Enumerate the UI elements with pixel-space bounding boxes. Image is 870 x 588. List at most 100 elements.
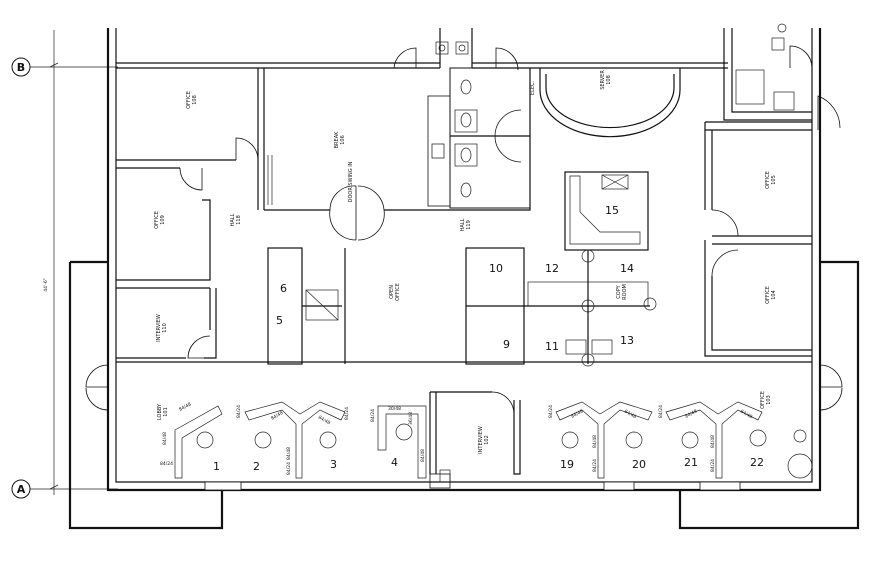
workstation-number: 10 <box>489 262 503 275</box>
room-label-lobby: LOBBY 101 <box>157 403 169 420</box>
cabinet-dim: 84/24 <box>548 405 554 418</box>
svg-text:INTERVIEW: INTERVIEW <box>156 314 162 342</box>
grid-label-b: B <box>17 61 25 74</box>
dimension-line: 44'-6" <box>43 30 59 495</box>
front-partition-walls <box>116 361 812 475</box>
workstation-number: 14 <box>620 262 634 275</box>
cabinet-dim: 36/48 <box>408 412 414 425</box>
svg-text:110: 110 <box>162 323 168 333</box>
cabinet-dim: 84/24 <box>658 405 664 418</box>
cabinet-dim: 84/48 <box>592 435 598 448</box>
svg-text:104: 104 <box>771 290 777 300</box>
svg-text:OFFICE: OFFICE <box>760 391 766 409</box>
svg-text:105: 105 <box>771 175 777 185</box>
workstation-number: 9 <box>503 338 510 351</box>
workstation-number: 20 <box>632 458 646 471</box>
cabinet-dim: 84/48 <box>710 435 716 448</box>
cabinet-dim: 84/24 <box>160 461 173 467</box>
room-label-office-105: OFFICE 105 <box>765 171 777 189</box>
room-label-office-104: OFFICE 104 <box>765 286 777 304</box>
workstation-number: 21 <box>684 456 698 469</box>
office-105-walls <box>704 95 841 245</box>
grid-bubble-a: A <box>11 479 31 499</box>
room-label-copy-room: COPY ROOM <box>616 284 628 300</box>
workstation-numbers: 1 2 3 4 5 6 9 10 11 12 13 14 15 19 20 21… <box>213 204 764 473</box>
svg-text:108: 108 <box>192 95 198 105</box>
room-label-office-103: OFFICE 103 <box>760 391 772 409</box>
office-104-walls <box>704 240 812 357</box>
workstation-15-enclosure <box>564 171 649 251</box>
cabinet-dim: 84/48 <box>420 449 426 462</box>
workstation-number: 6 <box>280 282 287 295</box>
svg-text:OFFICE: OFFICE <box>395 283 401 301</box>
svg-text:118: 118 <box>236 215 242 225</box>
svg-text:OFFICE: OFFICE <box>154 211 160 229</box>
cabinet-dimension-labels: 84/48 84/24 84/48 84/24 84/48 84/48 84/2… <box>160 401 753 475</box>
svg-text:103: 103 <box>766 395 772 405</box>
workstation-number: 4 <box>391 456 398 469</box>
restrooms <box>393 28 531 209</box>
central-workstation-furniture <box>267 247 657 367</box>
room-label-break-106: BREAK 106 <box>334 131 346 148</box>
cabinet-dim: 84/48 <box>317 415 331 427</box>
svg-text:OFFICE: OFFICE <box>186 91 192 109</box>
grid-label-a: A <box>17 483 26 496</box>
workstation-number: 5 <box>276 314 283 327</box>
workstation-number: 1 <box>213 460 220 473</box>
workstation-number: 12 <box>545 262 559 275</box>
svg-text:OPEN: OPEN <box>389 285 395 299</box>
cabinet-dim: 84/48 <box>684 408 698 419</box>
room-label-hall-119: HALL 119 <box>460 218 472 231</box>
overall-dimension-text: 44'-6" <box>43 278 49 292</box>
room-label-hall-118: HALL 118 <box>230 213 242 226</box>
svg-text:119: 119 <box>466 220 472 230</box>
svg-text:DOOR SWING IN: DOOR SWING IN <box>348 161 354 202</box>
svg-text:SERVER: SERVER <box>600 70 606 90</box>
cabinet-dim: 84/24 <box>344 407 350 420</box>
door-swing-note: DOOR SWING IN <box>348 161 354 202</box>
svg-text:109: 109 <box>160 215 166 225</box>
svg-text:HALL: HALL <box>230 213 236 226</box>
server-room-walls <box>529 68 681 138</box>
cabinet-dim: 84/24 <box>592 459 598 472</box>
cabinet-dim: 84/24 <box>370 409 376 422</box>
svg-text:ELEC.: ELEC. <box>530 80 536 95</box>
room-label-server: SERVER 108 <box>600 70 612 90</box>
svg-text:HALL: HALL <box>460 218 466 231</box>
interview-110-walls <box>116 288 217 359</box>
room-label-office-108: OFFICE 108 <box>186 91 198 109</box>
cabinet-dim: 84/24 <box>236 405 242 418</box>
svg-text:COPY: COPY <box>616 284 622 298</box>
office-108-walls <box>116 68 265 210</box>
cabinet-dim: 84/48 <box>162 432 168 445</box>
workstation-number: 15 <box>605 204 619 217</box>
workstation-number: 2 <box>253 460 260 473</box>
cabinet-dim: 84/48 <box>178 401 192 412</box>
cabinet-dim: 84/48 <box>570 408 584 419</box>
cabinet-dim: 84/24 <box>286 462 292 475</box>
cabinet-dim: 84/48 <box>270 410 284 422</box>
cabinet-dim: 84/48 <box>286 447 292 460</box>
room-label-interview-102: INTERVIEW 102 <box>478 426 490 454</box>
cabinet-dim: 30/48 <box>388 406 401 412</box>
svg-text:102: 102 <box>484 435 490 445</box>
svg-text:106: 106 <box>340 135 346 145</box>
svg-text:LOBBY: LOBBY <box>157 403 163 420</box>
svg-text:OFFICE: OFFICE <box>765 171 771 189</box>
front-workstation-furniture <box>174 401 813 483</box>
room-label-elec: ELEC. <box>530 80 536 95</box>
grid-bubble-b: B <box>11 57 31 77</box>
exterior-walls <box>68 28 860 530</box>
cabinet-dim: 84/48 <box>739 409 753 421</box>
office-109-walls <box>116 167 211 289</box>
svg-text:108: 108 <box>606 75 612 85</box>
svg-text:OFFICE: OFFICE <box>765 286 771 304</box>
svg-text:INTERVIEW: INTERVIEW <box>478 426 484 454</box>
entry-door-left <box>85 364 109 411</box>
workstation-number: 3 <box>330 458 337 471</box>
svg-text:101: 101 <box>163 407 169 417</box>
svg-text:BREAK: BREAK <box>334 131 340 148</box>
room-label-office-109: OFFICE 109 <box>154 211 166 229</box>
svg-text:ROOM: ROOM <box>622 284 628 300</box>
